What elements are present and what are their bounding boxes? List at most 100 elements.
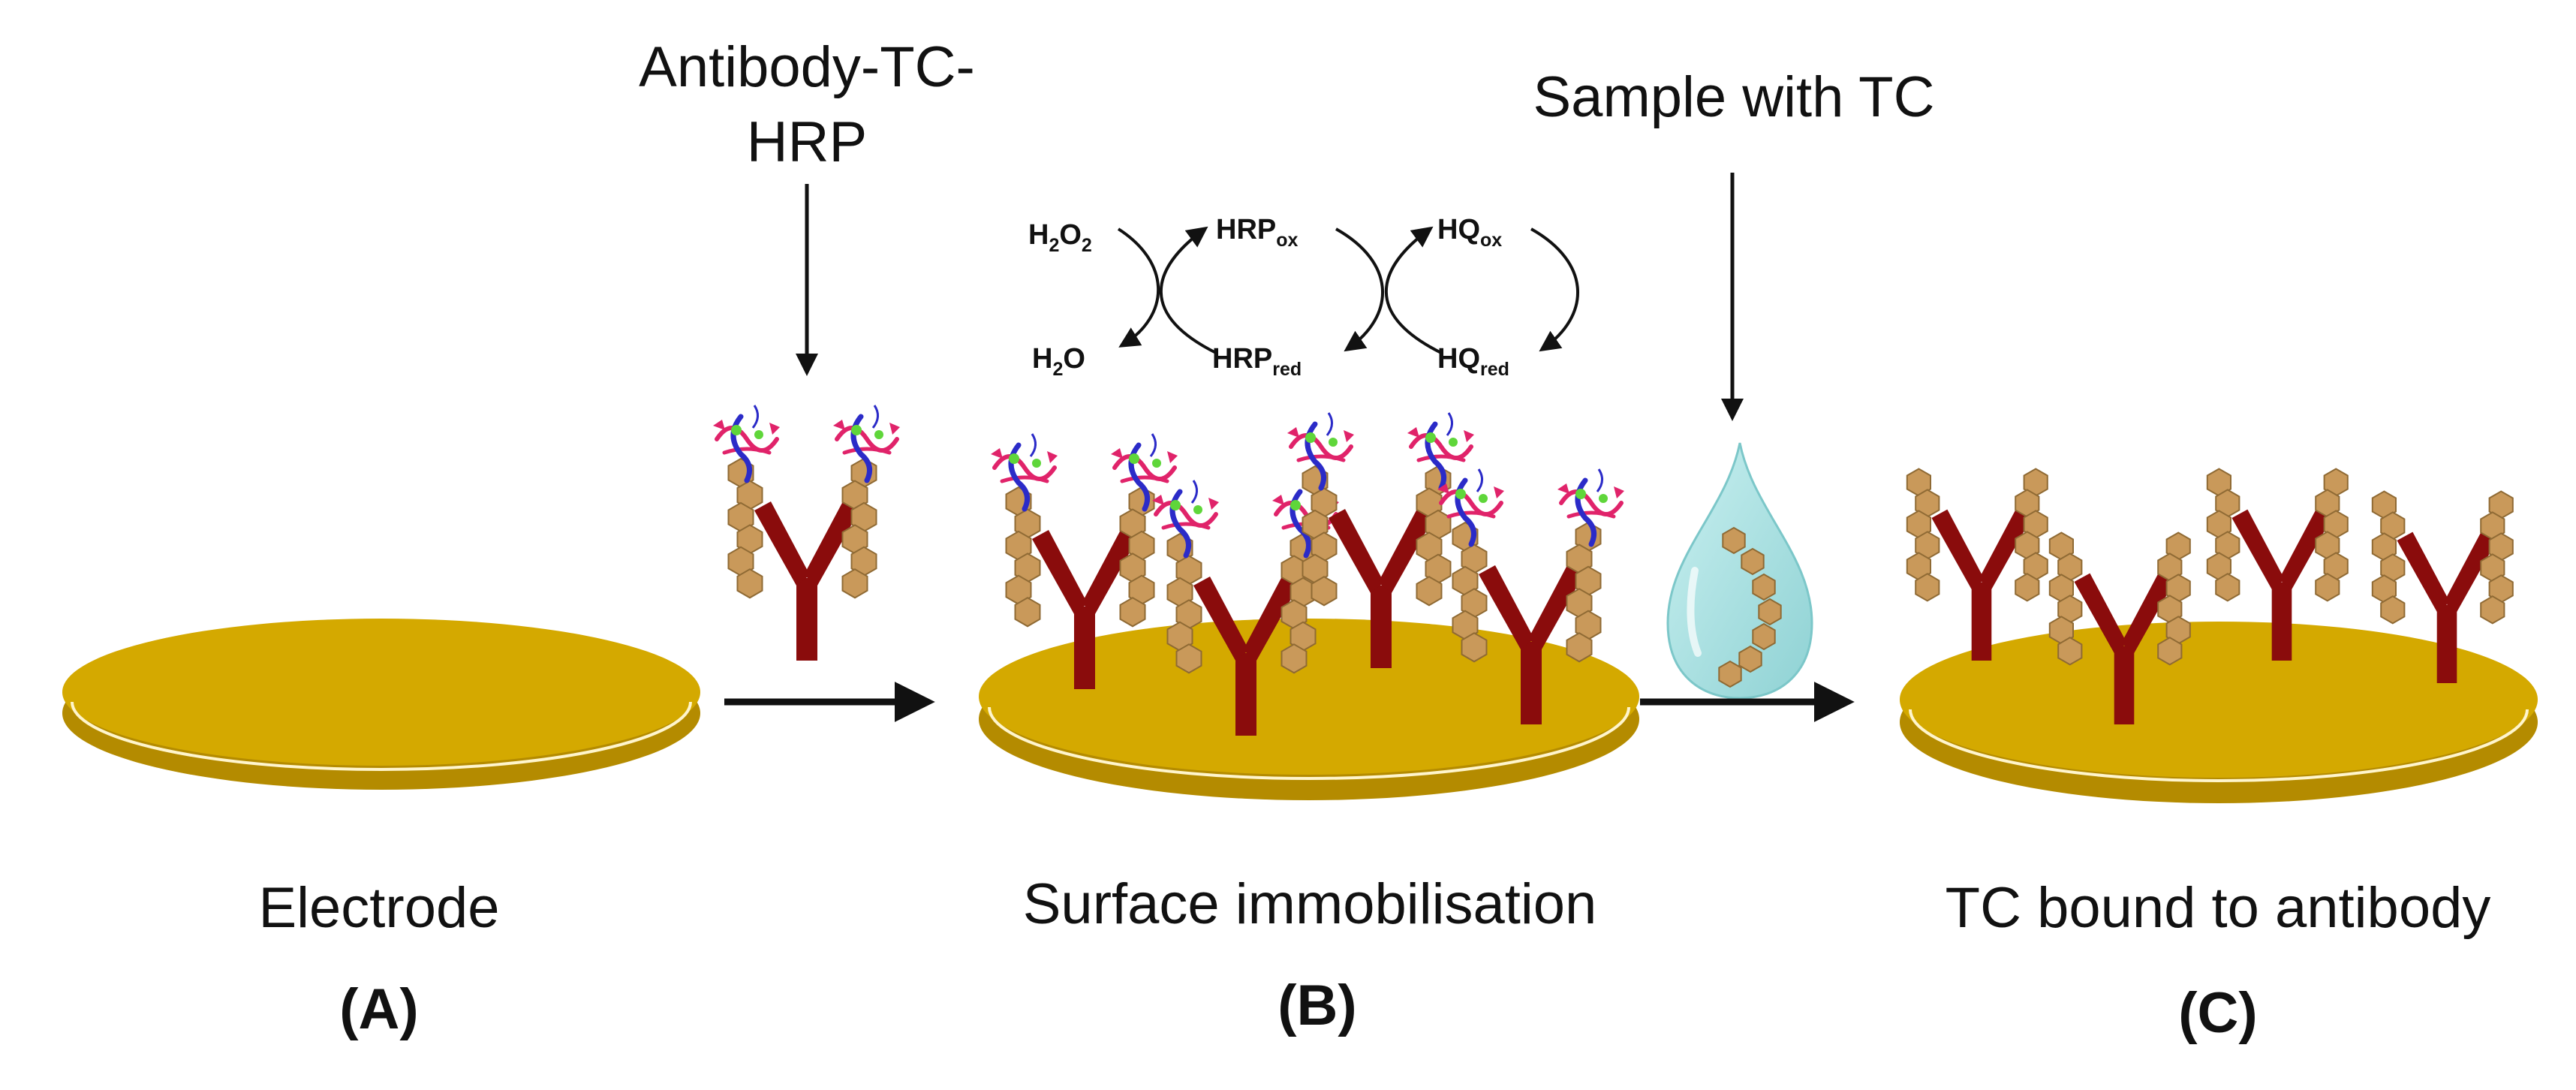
tc-hexagon (1722, 526, 1746, 555)
antibody-conjugate-free (713, 405, 900, 661)
antibody-arm-right (1528, 565, 1584, 649)
label-h2o2: H2O2 (1028, 219, 1092, 256)
hrp-enzyme (1437, 468, 1504, 547)
hrp-enzyme (1152, 480, 1219, 559)
hrp-enzyme (991, 433, 1058, 512)
antibody-arm-left (1479, 565, 1534, 649)
tc-hexagon (1758, 598, 1782, 626)
tc-hexagon (1119, 597, 1146, 628)
panel-label-b: (B) (1277, 974, 1357, 1037)
antibody-arm-right (1979, 509, 2032, 589)
label-hq-ox: HQox (1437, 214, 1502, 251)
redox-cycle (1117, 226, 1579, 354)
tc-hexagon (2215, 573, 2240, 602)
label-hq-red: HQred (1437, 343, 1509, 380)
tc-hexagon-chain (2015, 468, 2048, 602)
antibody-stem (1521, 642, 1542, 724)
tc-hexagon-chain (1906, 468, 1940, 602)
tc-hexagon (841, 568, 868, 599)
tc-hexagon-chain (2315, 468, 2349, 602)
antibody-arm-right (2121, 573, 2174, 653)
tc-hexagon-chain (2480, 490, 2514, 625)
antibody-y (1437, 468, 1624, 724)
antibody-arm-right (1082, 530, 1137, 614)
label-reagent-line1: Antibody-TC- (639, 35, 975, 99)
immobilised-antibodies (991, 412, 1624, 736)
tc-hexagon (1175, 643, 1202, 674)
hrp-enzyme (713, 405, 780, 483)
antibody-y (1906, 468, 2048, 661)
tc-hexagon-chain (1566, 521, 1602, 663)
tc-hexagon (2057, 637, 2083, 666)
tc-hexagon (1566, 632, 1593, 663)
panel-label-a: (A) (339, 977, 419, 1041)
antibody-arm-left (2231, 509, 2285, 589)
antibody-y (1152, 480, 1339, 736)
tc-hexagon-chain (2371, 490, 2406, 625)
antibody-arm-right (1243, 577, 1299, 661)
tc-hexagon-chain (841, 457, 877, 599)
hrp-enzyme (1287, 412, 1354, 491)
label-sample: Sample with TC (1533, 65, 1934, 129)
antibody-y (2048, 531, 2191, 724)
antibody-arm-left (2074, 573, 2127, 653)
antibody-arm-left (1032, 530, 1088, 614)
antibody-stem (1235, 653, 1256, 736)
tc-hexagon (1014, 597, 1041, 628)
tc-hexagon-chain (2157, 531, 2191, 666)
antibody-stem (2271, 582, 2292, 661)
tc-hexagon (2015, 573, 2040, 602)
label-reagent-line2: HRP (747, 110, 867, 174)
tc-hexagon (1752, 573, 1776, 601)
antibody-stem (796, 578, 817, 661)
tc-hexagon-chain (2048, 531, 2083, 666)
antibody-arm-right (2279, 509, 2332, 589)
tc-hexagon (1915, 573, 1940, 602)
antibody-arm-left (1931, 509, 1985, 589)
tc-hexagon-chain (1416, 465, 1452, 607)
tc-hexagon-chain (2206, 468, 2240, 602)
antibody-y (2206, 468, 2349, 661)
antibody-y (1287, 412, 1474, 668)
antibody-arm-left (1329, 509, 1384, 593)
electrode-c (1900, 622, 2538, 803)
sample-droplet (1666, 442, 1813, 700)
hrp-enzyme (1407, 412, 1474, 491)
cycle-arrow-hrpred-to-hrpox (1159, 226, 1217, 354)
antibody-arm-right (1378, 509, 1434, 593)
antibody-arm-left (754, 501, 810, 586)
cycle-arrow-h2o2-to-h2o (1117, 227, 1160, 348)
bound-antibodies (1906, 468, 2514, 724)
cycle-arrow-hqred-to-hqox (1384, 226, 1442, 354)
antibody-y (713, 405, 900, 661)
tc-hexagon (1741, 547, 1765, 576)
panel-label-c: (C) (2178, 981, 2258, 1045)
tc-hexagon (1738, 645, 1762, 673)
tc-hexagon (736, 568, 763, 599)
antibody-y (991, 433, 1178, 689)
label-hrp-ox: HRPox (1216, 214, 1299, 251)
tc-hexagon (2480, 595, 2505, 625)
tc-hexagon (2157, 637, 2183, 666)
tc-hexagon (1752, 622, 1776, 651)
droplet-tc-chain (1718, 526, 1782, 688)
tc-hexagon (1311, 576, 1338, 607)
antibody-stem (1971, 582, 1992, 661)
antibody-arm-right (804, 501, 859, 586)
tc-hexagon-chain (1452, 521, 1488, 663)
cycle-arrow-hqox-to-hqred (1530, 227, 1579, 352)
label-h2o: H2O (1032, 343, 1085, 380)
tc-hexagon (2315, 573, 2340, 602)
antibody-arm-left (2397, 531, 2450, 612)
tc-hexagon (1718, 660, 1742, 688)
hrp-enzyme (833, 405, 900, 483)
cycle-arrow-hrpox-to-hrpred (1335, 227, 1384, 352)
hrp-enzyme (1557, 468, 1624, 547)
antibody-stem (1371, 586, 1392, 668)
antibody-stem (2114, 646, 2135, 724)
antibody-stem (2436, 604, 2457, 683)
tc-hexagon-chain (1302, 465, 1338, 607)
electrode-a (62, 619, 700, 790)
